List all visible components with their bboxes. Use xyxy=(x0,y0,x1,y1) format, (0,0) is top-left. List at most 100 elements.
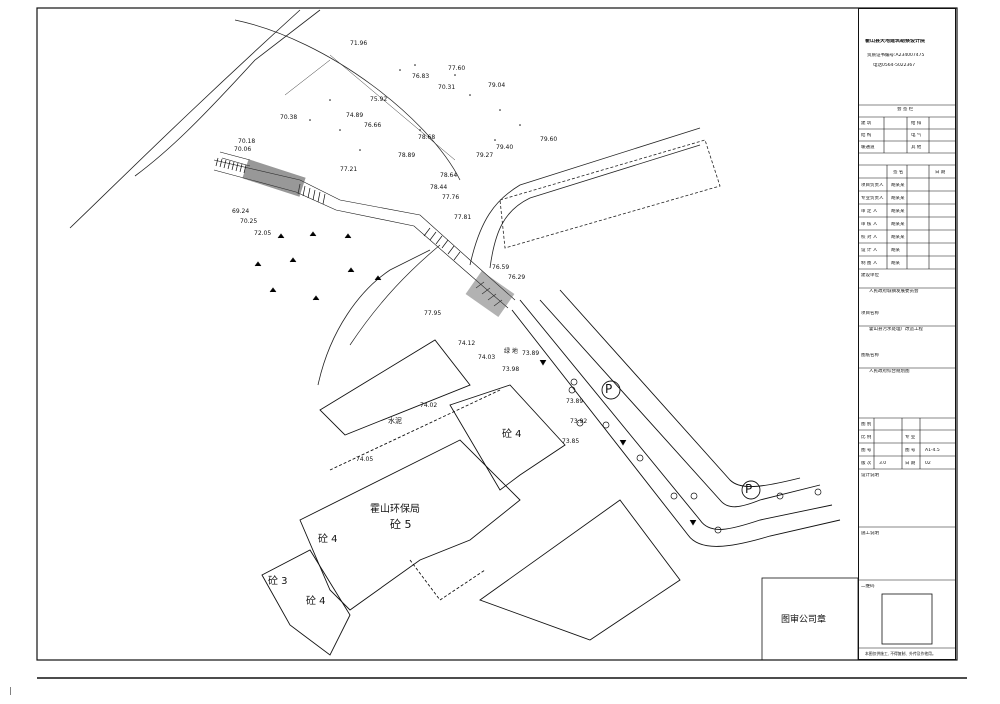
label-mat-5: 砼 5 xyxy=(390,518,412,531)
tb-info-label-2: 图 号 xyxy=(905,448,916,453)
tb-info-label: 图 别 xyxy=(861,422,872,427)
tb-footer: 本图仅供施工, 不得复制、外传及作他用。 xyxy=(865,651,936,656)
elev: 70.18 xyxy=(238,138,256,145)
tb-company: 霍山县天地建筑勘察设计院 xyxy=(865,39,926,44)
elev: 79.27 xyxy=(476,152,494,159)
parking-label-1: P xyxy=(605,382,613,396)
title-block: 霍山县天地建筑勘察设计院 资质证书编号:A234007475 电话0564-50… xyxy=(858,8,956,660)
tb-role: 制 图 人 xyxy=(861,261,878,266)
drawing-border xyxy=(36,7,958,661)
title-block-lines xyxy=(858,104,956,649)
tb-drawing-value: 人民政府综合规划图 xyxy=(869,369,910,374)
tb-notes-label: 设计说明 xyxy=(861,473,879,478)
elev: 73.98 xyxy=(502,366,520,373)
tb-role-name: 胡某某 xyxy=(891,222,905,227)
building-main xyxy=(449,384,566,491)
tb-role: 专业负责人 xyxy=(861,196,884,201)
tb-build-unit-value: 人民政府城镇发展委员会 xyxy=(869,289,919,294)
elev: 78.64 xyxy=(440,172,458,179)
label-green: 绿 地 xyxy=(504,348,518,355)
tb-role-name: 胡某某 xyxy=(891,196,905,201)
tb-role-name: 胡某某 xyxy=(891,183,905,188)
elev: 74.05 xyxy=(356,456,374,463)
tb-role: 审 核 人 xyxy=(861,222,878,227)
stamp-box-label: 图审公司章 xyxy=(781,615,827,625)
tb-sign-row-3-a: 暖通道 xyxy=(861,145,875,150)
elev: 70.38 xyxy=(280,114,298,121)
upper-road xyxy=(469,127,721,269)
elev: 73.89 xyxy=(522,350,540,357)
page-tick: | xyxy=(9,686,12,695)
tb-info-value: A1-4.5 xyxy=(925,448,940,453)
tb-info-value: 02 xyxy=(925,461,931,466)
elev: 76.29 xyxy=(508,274,526,281)
tb-roles-date: 日 期 xyxy=(935,170,946,175)
building-right xyxy=(479,499,681,641)
tb-info-label: 版 次 xyxy=(861,461,872,466)
terrain-line-1 xyxy=(69,9,301,229)
tb-phone: 电话0564-5022367 xyxy=(873,63,916,68)
tb-info-label: 图 号 xyxy=(861,448,872,453)
contour-1 xyxy=(329,54,456,161)
elev: 74.02 xyxy=(420,402,438,409)
elev: 70.25 xyxy=(240,218,258,225)
elev: 79.60 xyxy=(540,136,558,143)
parking-label-2: P xyxy=(745,482,753,496)
elev: 77.95 xyxy=(424,310,442,317)
parking-circle-2 xyxy=(741,480,761,500)
elev: 78.68 xyxy=(418,134,436,141)
tb-info-label-2: 日 期 xyxy=(905,461,916,466)
tb-section-header: 会 签 栏 xyxy=(897,107,914,112)
tb-drawing-label: 图纸名称 xyxy=(861,353,879,358)
elev: 73.92 xyxy=(570,418,588,425)
tb-sign-row-2-a: 结 构 xyxy=(861,133,872,138)
tb-sign-row-2-c: 电 气 xyxy=(911,133,922,138)
label-mat-4b: 砼 4 xyxy=(318,534,338,545)
terrain-line-2 xyxy=(134,9,321,177)
hill-edge xyxy=(317,249,431,386)
tb-sign-row-3-c: 其 他 xyxy=(911,145,922,150)
tb-role-name: 胡某 xyxy=(891,261,900,266)
elev: 77.60 xyxy=(448,65,466,72)
qr-box xyxy=(881,593,933,645)
tb-build-unit-label: 建设单位 xyxy=(861,273,879,278)
elev: 79.40 xyxy=(496,144,514,151)
tb-qr-label: 二维码 xyxy=(861,584,875,589)
tb-sign-row-1-c: 给 排 xyxy=(911,121,922,126)
tb-role-name: 胡某某 xyxy=(891,209,905,214)
tb-sign-row-1-a: 建 筑 xyxy=(861,121,872,126)
elev: 76.59 xyxy=(492,264,510,271)
elev: 70.06 xyxy=(234,146,252,153)
grass-symbols xyxy=(254,231,697,526)
tb-info-label: 比 例 xyxy=(861,435,872,440)
elev: 77.81 xyxy=(454,214,472,221)
tb-role-name: 胡某 xyxy=(891,248,900,253)
elev: 77.76 xyxy=(442,194,460,201)
elev: 76.66 xyxy=(364,122,382,129)
river-bank xyxy=(234,19,461,181)
tb-role: 校 对 人 xyxy=(861,235,878,240)
building-lower xyxy=(261,549,351,656)
tb-role: 设 计 人 xyxy=(861,248,878,253)
elev: 78.44 xyxy=(430,184,448,191)
elev: 69.24 xyxy=(232,208,250,215)
hill-edge-2 xyxy=(349,244,441,346)
elev: 70.31 xyxy=(438,84,456,91)
main-road xyxy=(511,289,841,547)
stair-block xyxy=(242,159,306,197)
plaza-block xyxy=(465,271,515,317)
parking-circle-1 xyxy=(601,380,621,400)
elev: 74.12 xyxy=(458,340,476,347)
building-top xyxy=(319,339,471,436)
elev: 77.21 xyxy=(340,166,358,173)
elev: 79.04 xyxy=(488,82,506,89)
contour-2 xyxy=(284,59,331,96)
label-water: 水泥 xyxy=(388,417,402,425)
tb-info-label-2: 专 业 xyxy=(905,435,916,440)
tb-role: 项目负责人 xyxy=(861,183,884,188)
tree-symbols xyxy=(568,378,822,534)
elev: 74.89 xyxy=(346,112,364,119)
elev: 75.92 xyxy=(370,96,388,103)
tb-project-label: 项目名称 xyxy=(861,311,879,316)
